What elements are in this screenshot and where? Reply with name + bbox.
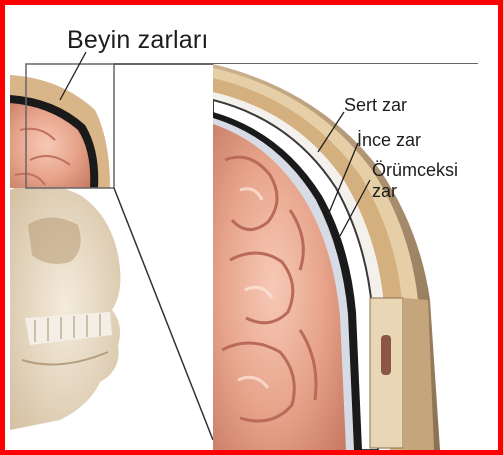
label-dura: Sert zar [344,96,407,114]
label-arachnoid-1: Örümceksi [372,161,458,179]
diagram-title: Beyin zarları [67,26,209,55]
label-pia: İnce zar [357,131,421,149]
label-arachnoid-2: zar [372,182,397,200]
